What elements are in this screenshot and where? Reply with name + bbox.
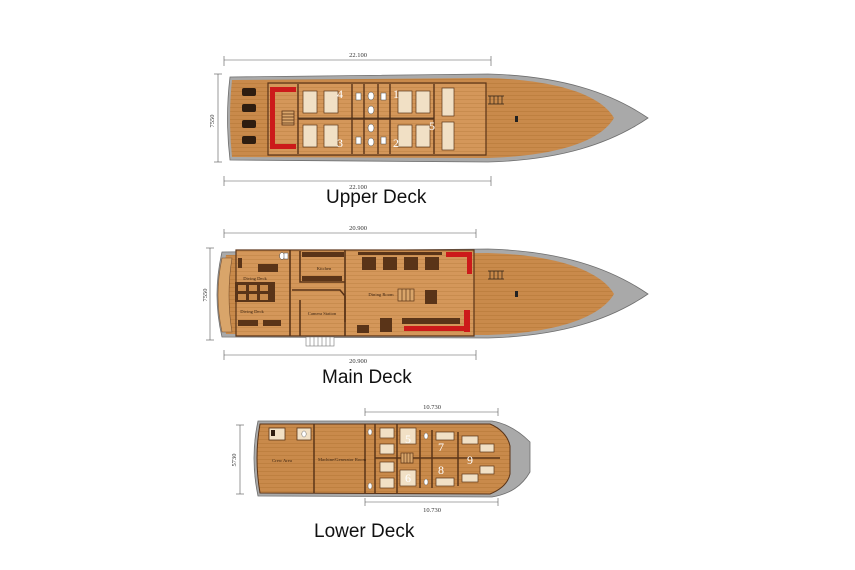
upper-cabin-beds xyxy=(302,87,455,151)
upper-deck-dimensions xyxy=(214,56,492,186)
lower-cabin-number-5: 5 xyxy=(405,432,411,446)
lower-crew-toilets xyxy=(268,427,312,441)
lower-deck-walls xyxy=(313,424,500,493)
lower-beam: 5730 xyxy=(231,454,238,467)
lower-cabin-number-7: 7 xyxy=(438,440,444,454)
main-length-bottom: 20.900 xyxy=(349,358,367,365)
main-room-dining-room: Dining Room xyxy=(368,292,394,297)
upper-cabin-number-2: 2 xyxy=(393,136,399,150)
main-deck-title: Main Deck xyxy=(322,367,412,388)
main-room-diving-deck-bottom: Diving Deck xyxy=(240,309,264,314)
main-gangway-steps xyxy=(305,336,335,347)
lower-deck-dimensions xyxy=(236,408,499,506)
main-beam: 7550 xyxy=(202,289,209,302)
lower-room-machine-room: Machine/Generator Room xyxy=(318,457,367,462)
upper-deck-plan: 22.100 22.100 7550 xyxy=(209,52,649,191)
upper-deck-chairs xyxy=(242,88,256,144)
lower-deck-title: Lower Deck xyxy=(314,521,415,542)
lower-cabin-number-6: 6 xyxy=(405,471,411,485)
upper-beam: 7550 xyxy=(209,115,216,128)
main-kitchen-counter xyxy=(302,252,344,257)
upper-bow-stairs xyxy=(488,95,504,105)
upper-bathrooms xyxy=(355,91,387,147)
lower-stairs xyxy=(400,452,414,464)
lower-cabin-sinks xyxy=(367,428,429,490)
main-deck-walls xyxy=(289,250,346,336)
upper-aft-stairs xyxy=(281,110,295,126)
main-room-kitchen: Kitchen xyxy=(317,266,332,271)
main-bow-fitting xyxy=(515,291,518,297)
lower-deck-surface xyxy=(256,423,511,495)
main-deck-plan: 20.900 20.900 7550 xyxy=(202,225,649,365)
main-dive-platform xyxy=(217,257,233,333)
upper-cabin-walls xyxy=(297,84,435,154)
upper-cabin-number-4: 4 xyxy=(337,87,343,101)
lower-length-top: 10.730 xyxy=(423,404,441,411)
upper-bow-fitting xyxy=(515,116,518,122)
main-bow-stairs xyxy=(488,270,504,280)
main-toilets xyxy=(279,252,289,260)
lower-length-bottom: 10.730 xyxy=(423,507,441,514)
lower-cabin-number-9: 9 xyxy=(467,453,473,467)
upper-lounge-sofa xyxy=(270,87,296,92)
lower-cabin-number-8: 8 xyxy=(438,463,444,477)
main-dining-tables xyxy=(357,257,460,333)
main-room-diving-deck-top: Diving Deck xyxy=(243,276,267,281)
upper-deck-title: Upper Deck xyxy=(326,187,427,208)
main-dining-stairs xyxy=(397,288,415,302)
upper-length-bottom: 22.100 xyxy=(349,184,367,191)
upper-cabin-number-5: 5 xyxy=(429,119,435,133)
lower-room-crew-area: Crew Area xyxy=(272,458,292,463)
upper-cabin-number-3: 3 xyxy=(337,136,343,150)
main-length-top: 20.900 xyxy=(349,225,367,232)
upper-cabin-number-1: 1 xyxy=(393,87,399,101)
main-room-camera-station: Camera Station xyxy=(308,311,337,316)
main-deck-dimensions xyxy=(206,229,477,360)
upper-length-top: 22.100 xyxy=(349,52,367,59)
lower-cabin-bunks xyxy=(379,427,495,489)
lower-deck-plan: 10.730 10.730 5730 xyxy=(231,404,531,514)
main-red-sofas xyxy=(404,252,472,332)
